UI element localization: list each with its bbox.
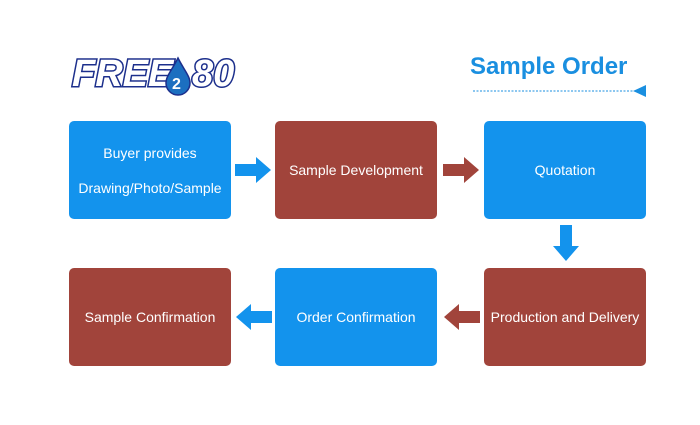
logo-mid-char: 2 [172, 76, 181, 93]
logo-text-end: 80 [192, 53, 234, 95]
step-sample-confirmation: Sample Confirmation [69, 268, 231, 366]
step-buyer-provides-line2: Drawing/Photo/Sample [78, 179, 222, 196]
step-buyer-provides: Buyer provides Drawing/Photo/Sample [69, 121, 231, 219]
page-title: Sample Order [470, 53, 628, 80]
step-order-confirmation: Order Confirmation [275, 268, 437, 366]
step-quotation-label: Quotation [534, 162, 596, 178]
arrow-right-icon [235, 157, 272, 183]
arrow-down-icon [553, 225, 579, 262]
step-production-and-delivery-label: Production and Delivery [490, 309, 640, 325]
arrow-right-icon [443, 157, 480, 183]
svg-text:FREE: FREE [72, 53, 175, 95]
title-underline-arrow [473, 84, 648, 98]
arrow-left-icon [443, 304, 480, 330]
step-sample-development: Sample Development [275, 121, 437, 219]
free2-80-logo: FREE 2 80 [70, 50, 245, 97]
step-order-confirmation-label: Order Confirmation [296, 309, 416, 325]
step-quotation: Quotation [484, 121, 646, 219]
step-sample-confirmation-label: Sample Confirmation [84, 309, 216, 325]
step-buyer-provides-line1: Buyer provides [103, 144, 197, 161]
step-production-and-delivery: Production and Delivery [484, 268, 646, 366]
arrow-left-icon [235, 304, 272, 330]
step-sample-development-label: Sample Development [289, 162, 423, 178]
